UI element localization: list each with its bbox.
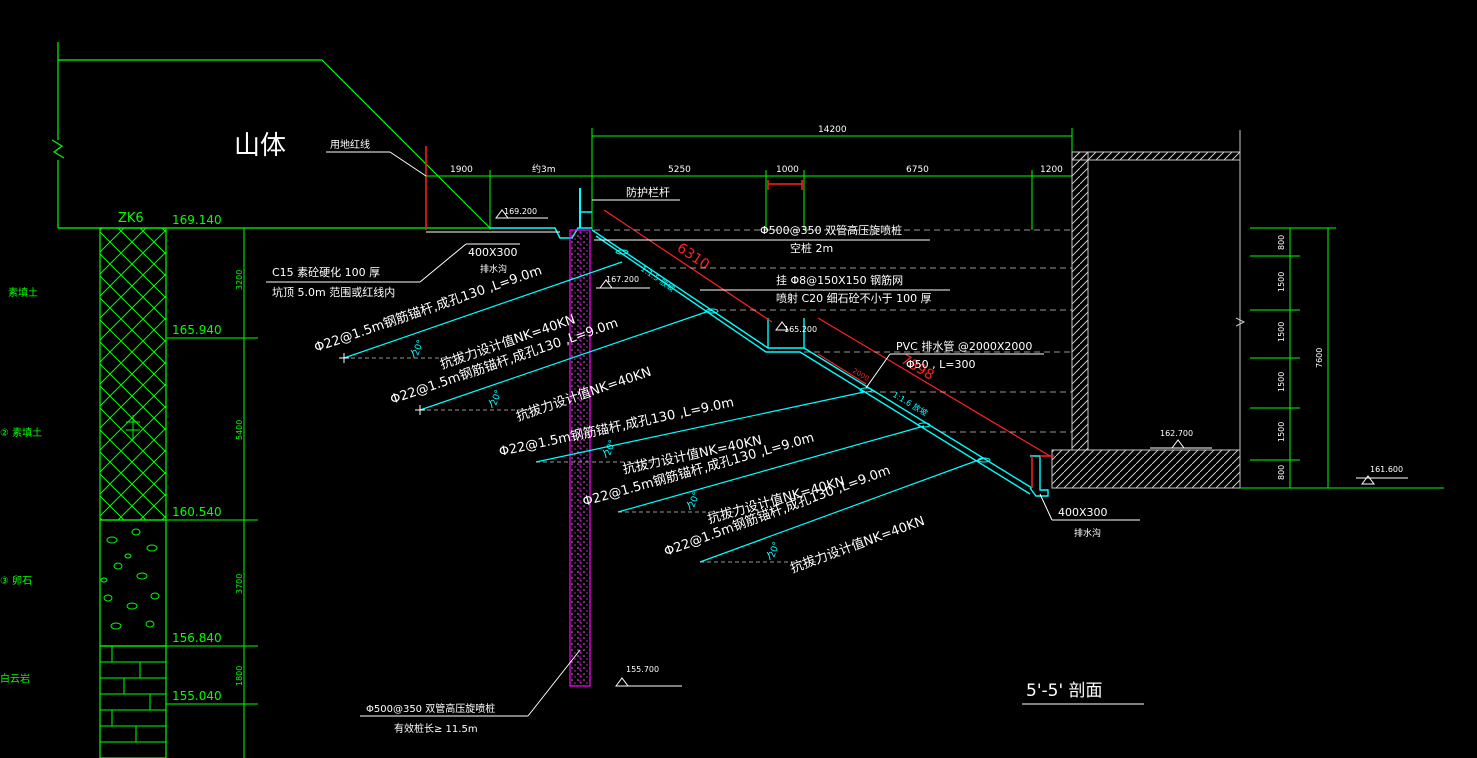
elev-mark-161-600	[1361, 475, 1375, 485]
drain-pipes	[615, 249, 991, 463]
dim-5250: 5250	[668, 165, 691, 175]
anchor-angle-3: 20°	[603, 439, 618, 457]
layer-label-2: ② 素填土	[0, 426, 42, 439]
anchors-group: Φ22@1.5m钢筋锚杆,成孔130 ,L=9.0m抗拔力设计值NK=40KN2…	[312, 261, 985, 577]
section-title-text: 5'-5' 剖面	[1026, 681, 1103, 701]
drain-top-label: 排水沟	[480, 263, 507, 275]
elevation-1: 169.140	[172, 213, 222, 227]
dim-total: 14200	[818, 125, 847, 135]
boundary-label: 用地红线	[330, 138, 370, 151]
layer-label-4: 白云岩	[0, 672, 30, 685]
mountain-label: 山体	[234, 131, 286, 161]
rdim-800-bottom: 800	[1277, 465, 1286, 480]
elevation-3: 160.540	[172, 505, 222, 519]
slope-length-dims	[603, 209, 1051, 457]
pile-row-note-2: 空桩 2m	[790, 241, 833, 255]
jet-grout-pile: Φ500@350 双管高压旋喷桩 有效桩长≥ 11.5m 155.700	[360, 229, 682, 735]
anchor-angle-5: 20°	[767, 541, 782, 559]
pebble-hatch	[100, 528, 160, 630]
layer-label-3: ③ 卵石	[0, 575, 32, 587]
anchor-angle-2: 20°	[489, 389, 504, 407]
berm-elev-mark	[775, 321, 789, 331]
rock-hatch	[100, 646, 166, 743]
dim-6750: 6750	[906, 165, 929, 175]
anchor-angle-4: 20°	[687, 491, 702, 509]
red-dim-1000	[767, 180, 803, 190]
groundwater-symbol	[126, 415, 140, 440]
elev-155-700: 155.700	[626, 665, 659, 674]
basement-structure: 162.700	[1051, 130, 1246, 489]
elev-169-200: 169.200	[504, 207, 537, 216]
elev-165-200: 165.200	[784, 325, 817, 334]
elevation-2: 165.940	[172, 323, 222, 337]
top-dimensions	[426, 128, 1073, 230]
elevation-5: 155.040	[172, 689, 222, 703]
rdim-total: 7600	[1315, 348, 1324, 368]
rdim-800-top: 800	[1277, 235, 1286, 250]
dim-1200: 1200	[1040, 165, 1063, 175]
elev-167-200: 167.200	[606, 275, 639, 284]
c15-note-1: C15 素砼硬化 100 厚	[272, 265, 380, 279]
pile-row-note-1: Φ500@350 双管高压旋喷桩	[760, 223, 902, 237]
pvc-note-2: Φ50 , L=300	[906, 358, 976, 371]
slope-notes: Φ500@350 双管高压旋喷桩 空桩 2m 挂 Φ8@150X150 钢筋网 …	[594, 223, 1044, 389]
thickness-2: 5400	[235, 420, 244, 440]
drain-bottom-label: 排水沟	[1074, 527, 1101, 539]
elev-162-700: 162.700	[1160, 429, 1193, 438]
rdim-1500-4: 1500	[1277, 422, 1286, 442]
borehole-name: ZK6	[118, 211, 144, 226]
thickness-3: 3700	[235, 574, 244, 594]
c15-note-2: 坑顶 5.0m 范围或红线内	[272, 285, 395, 299]
thickness-4: 1800	[235, 666, 244, 686]
pile-bottom-note-2: 有效桩长≥ 11.5m	[394, 722, 478, 735]
mesh-note: 挂 Φ8@150X150 钢筋网	[776, 273, 903, 287]
drain-top-size: 400X300	[468, 246, 518, 259]
bottom-drain: 400X300 排水沟	[1031, 455, 1140, 539]
boundary-line: 用地红线	[326, 138, 427, 230]
top-surface: 169.200 400X300 排水沟 C15 素砼硬化 100 厚 坑顶 5.…	[266, 207, 592, 299]
thickness-1: 3200	[235, 270, 244, 290]
rdim-1500-1: 1500	[1277, 272, 1286, 292]
drain-bottom-size: 400X300	[1058, 506, 1108, 519]
rdim-1500-2: 1500	[1277, 322, 1286, 342]
railing: 防护栏杆	[579, 185, 680, 228]
shotcrete-note: 喷射 C20 细石砼不小于 100 厚	[776, 291, 932, 305]
right-dimensions	[1240, 227, 1444, 489]
anchor-angle-1: 20°	[411, 339, 426, 357]
layer-label-1: 素填土	[8, 286, 38, 299]
pile-bottom-note-1: Φ500@350 双管高压旋喷桩	[366, 702, 495, 715]
pvc-note-1: PVC 排水管 @2000X2000	[896, 339, 1032, 353]
section-title: 5'-5' 剖面	[1022, 681, 1144, 705]
elevation-4: 156.840	[172, 631, 222, 645]
dim-1000: 1000	[776, 165, 799, 175]
elev-161-600: 161.600	[1370, 465, 1403, 474]
dim-1900: 1900	[450, 165, 473, 175]
rdim-1500-3: 1500	[1277, 372, 1286, 392]
mountain-profile: 山体	[51, 42, 491, 229]
railing-note: 防护栏杆	[626, 185, 670, 199]
dashed-reference-lines	[594, 229, 1072, 433]
dim-3m: 约3m	[532, 163, 556, 175]
borehole-column: ZK6 169.140 165.940 160.540 156.840 155.…	[0, 211, 258, 758]
